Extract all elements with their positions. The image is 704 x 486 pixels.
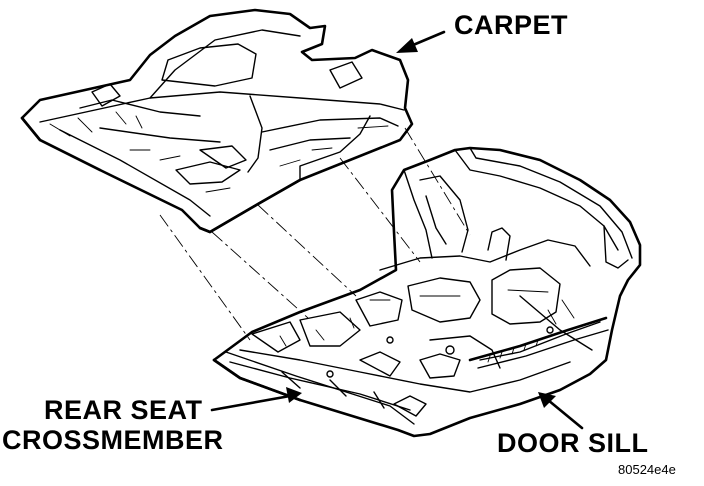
carpet-arrow bbox=[396, 30, 446, 53]
figure-code: 80524e4e bbox=[618, 462, 676, 477]
door-sill-arrow bbox=[538, 392, 584, 430]
carpet-drawing bbox=[20, 8, 414, 234]
rear-seat-label-line2: CROSSMEMBER bbox=[2, 425, 224, 455]
alignment-lines bbox=[159, 127, 471, 341]
rear-seat-label-line1: REAR SEAT bbox=[44, 395, 203, 425]
floor-pan-drawing bbox=[212, 146, 642, 438]
carpet-label: CARPET bbox=[454, 10, 569, 40]
rear-seat-crossmember-arrow bbox=[210, 387, 302, 412]
door-sill-label: DOOR SILL bbox=[497, 428, 649, 458]
